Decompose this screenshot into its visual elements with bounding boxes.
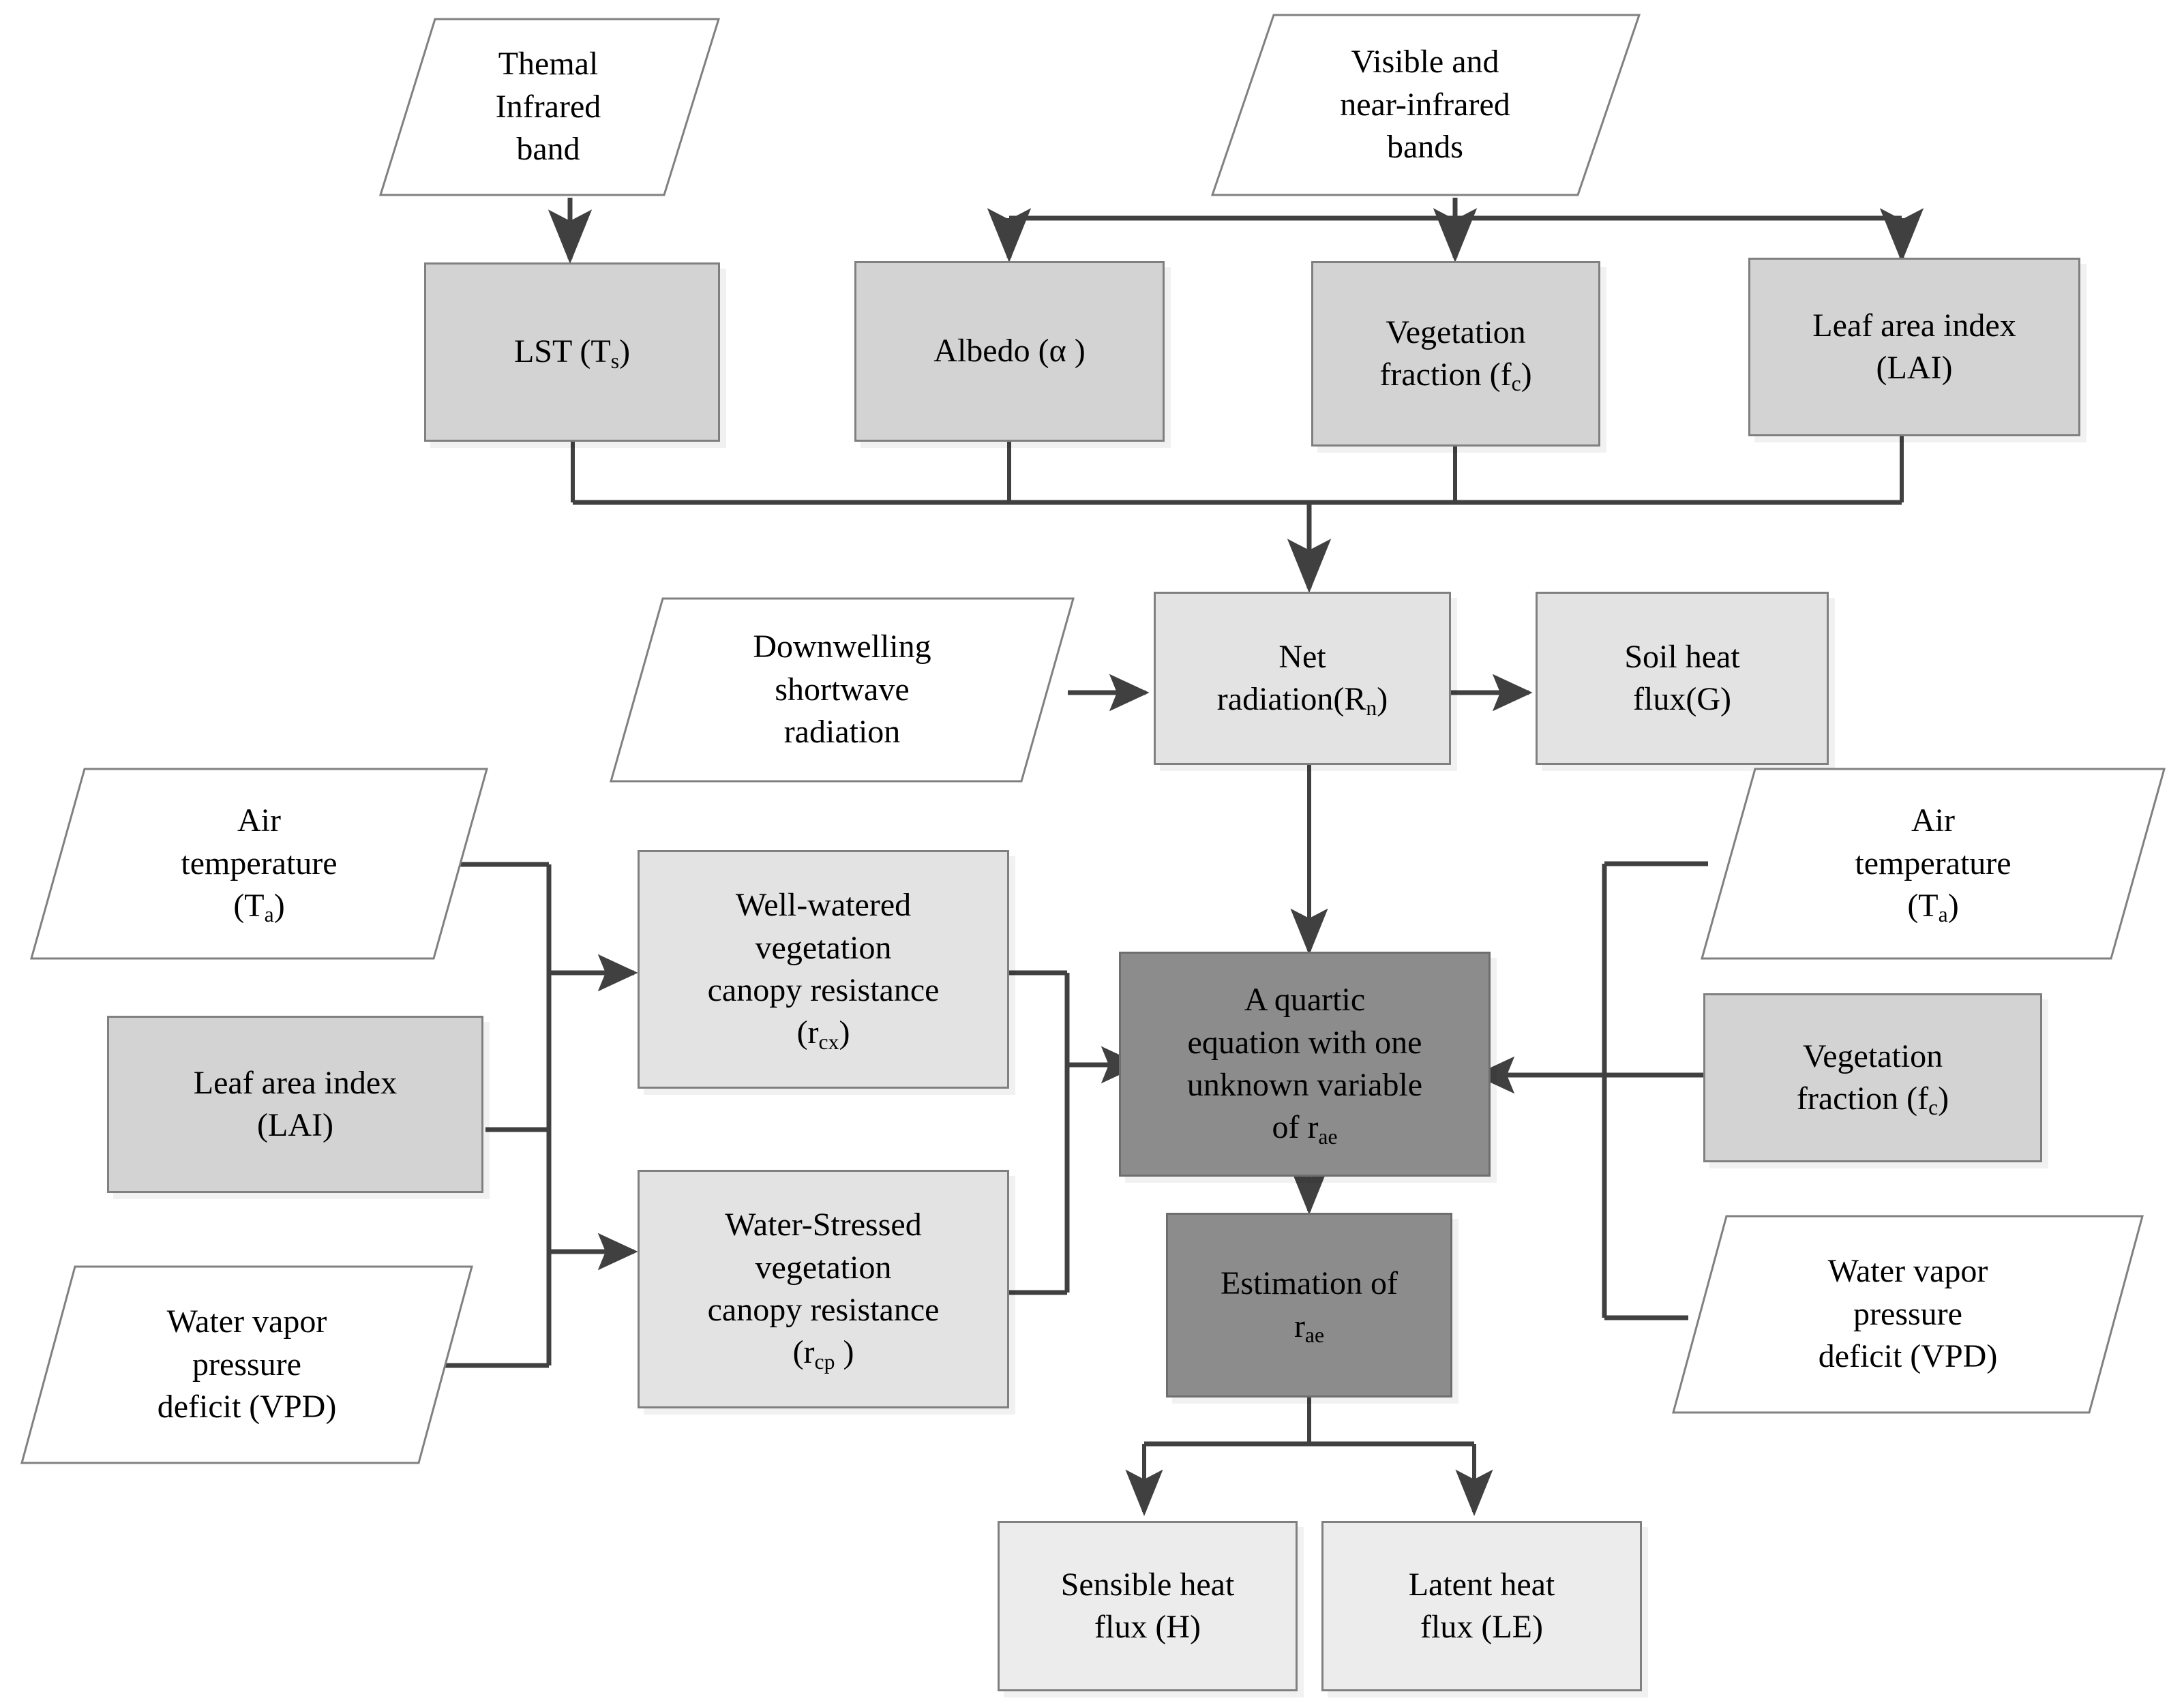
line-3: (Ta) — [233, 888, 285, 927]
node-downwelling-shortwave-radiation[interactable]: Downwelling shortwave radiation — [607, 594, 1077, 785]
subscript-ae: ae — [1304, 1323, 1325, 1347]
line-3: bands — [1387, 129, 1463, 166]
parallelogram-shape — [1210, 14, 1641, 196]
node-albedo[interactable]: Albedo (α ) — [854, 261, 1165, 442]
node-vpd-left[interactable]: Water vapor pressure deficit (VPD) — [18, 1263, 476, 1467]
node-label: Leaf area index(LAI) — [193, 1064, 398, 1143]
line-2: pressure — [192, 1346, 301, 1383]
line-2: shortwave — [775, 671, 910, 708]
node-thermal-infrared-band[interactable]: Themal Infrared band — [374, 15, 723, 199]
subscript-ae: ae — [1318, 1124, 1338, 1149]
node-visible-near-infrared-bands[interactable]: Visible and near-infrared bands — [1207, 11, 1643, 199]
line-1: Themal — [498, 46, 599, 82]
node-label: Water vapor pressure deficit (VPD) — [1669, 1212, 2146, 1417]
node-label: Air temperature (Ta) — [27, 765, 491, 963]
parallelogram-shape — [378, 18, 721, 196]
subscript-cx: cx — [818, 1029, 839, 1054]
line-1: Air — [1911, 802, 1955, 839]
line-1: Air — [237, 802, 281, 839]
line-2: near-infrared — [1340, 86, 1510, 123]
subscript-cp: cp — [814, 1349, 835, 1374]
node-label: Visible and near-infrared bands — [1207, 11, 1643, 199]
line-1: Visible and — [1351, 44, 1499, 80]
node-label: Downwelling shortwave radiation — [607, 594, 1077, 785]
parallelogram-shape — [20, 1265, 473, 1464]
node-label: Leaf area index(LAI) — [1812, 307, 2016, 386]
line-2: temperature — [1855, 845, 2011, 881]
subscript-n: n — [1366, 696, 1377, 721]
subscript-c: c — [1511, 372, 1521, 396]
parallelogram-shape — [610, 597, 1075, 783]
line-1: Water vapor — [166, 1303, 327, 1340]
node-label: Albedo (α ) — [933, 333, 1086, 369]
node-label: Themal Infrared band — [374, 15, 723, 199]
subscript-a: a — [1938, 903, 1948, 927]
node-air-temperature-left[interactable]: Air temperature (Ta) — [27, 765, 491, 963]
subscript-a: a — [264, 903, 274, 927]
line-1: Downwelling — [753, 629, 931, 665]
node-vpd-right[interactable]: Water vapor pressure deficit (VPD) — [1669, 1212, 2146, 1417]
line-3: band — [516, 131, 580, 168]
node-label: Water vapor pressure deficit (VPD) — [18, 1263, 476, 1467]
line-3: deficit (VPD) — [157, 1389, 337, 1425]
parallelogram-shape — [1672, 1215, 2144, 1414]
node-air-temperature-right[interactable]: Air temperature (Ta) — [1698, 765, 2168, 963]
node-leaf-area-index-top[interactable]: Leaf area index(LAI) — [1748, 258, 2080, 436]
line-2: Infrared — [495, 88, 601, 125]
line-3: radiation — [783, 714, 901, 751]
parallelogram-shape — [1701, 768, 2166, 960]
line-3: (Ta) — [1907, 888, 1959, 927]
node-leaf-area-index-left[interactable]: Leaf area index(LAI) — [107, 1016, 483, 1193]
line-2: pressure — [1853, 1295, 1962, 1332]
subscript-s: s — [610, 348, 620, 373]
line-2: temperature — [181, 845, 338, 881]
subscript-c: c — [1928, 1096, 1939, 1120]
node-label: LST (Ts) — [513, 333, 631, 373]
parallelogram-shape — [30, 768, 488, 960]
line-1: Water vapor — [1827, 1253, 1988, 1290]
node-label: Air temperature (Ta) — [1698, 765, 2168, 963]
line-3: deficit (VPD) — [1818, 1338, 1998, 1375]
node-lst[interactable]: LST (Ts) — [424, 262, 720, 442]
